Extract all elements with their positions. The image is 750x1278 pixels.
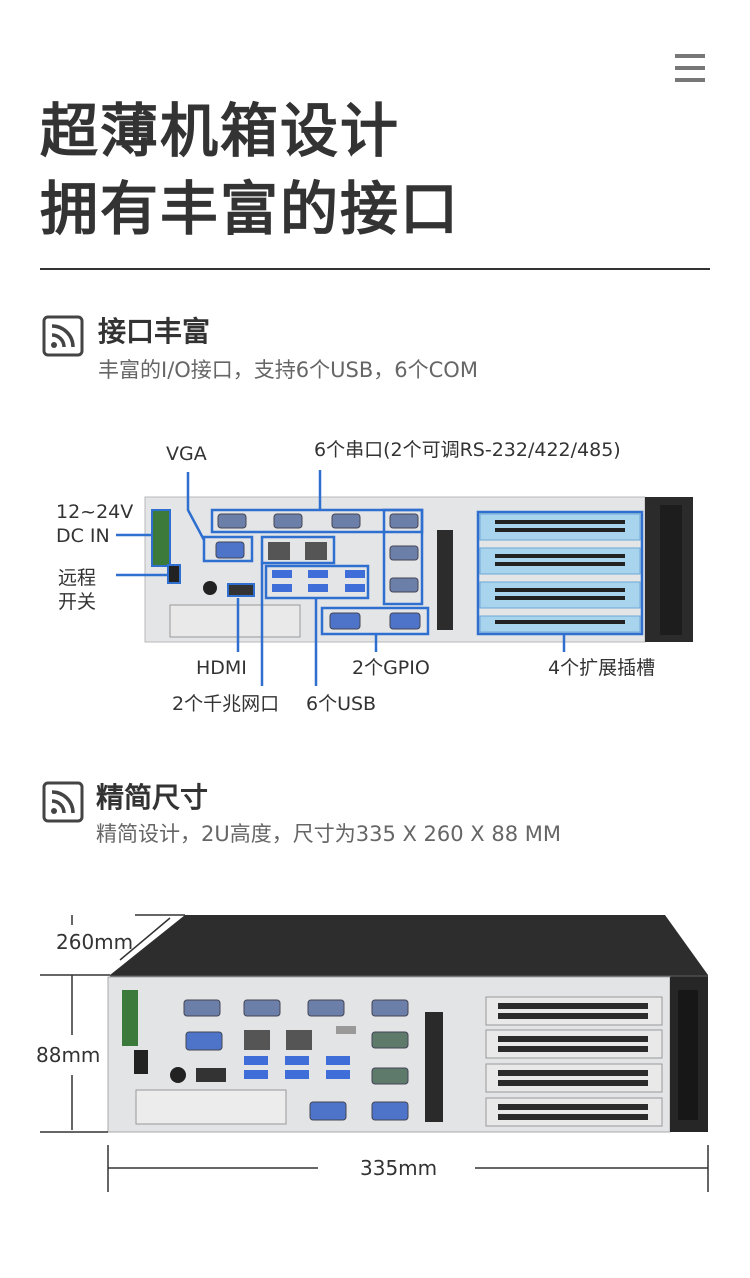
menu-bar <box>675 78 705 82</box>
menu-button[interactable] <box>675 54 705 82</box>
callout-usb: 6个USB <box>306 693 377 715</box>
hero-title-line1: 超薄机箱设计 <box>40 97 401 165</box>
callout-lan: 2个千兆网口 <box>172 693 280 715</box>
divider <box>40 268 710 270</box>
section-title-size: 精简尺寸 <box>96 781 209 814</box>
io-panel-diagram <box>116 470 693 686</box>
callout-dcin-line1: 12~24V <box>56 501 134 523</box>
rss-feed-icon <box>42 315 84 357</box>
dimension-height: 88mm <box>36 1043 101 1067</box>
callout-switch-line1: 远程 <box>58 567 97 589</box>
section-subtitle-io: 丰富的I/O接口，支持6个USB，6个COM <box>98 358 478 382</box>
callout-com: 6个串口(2个可调RS-232/422/485) <box>314 439 621 461</box>
callout-gpio: 2个GPIO <box>352 657 430 679</box>
callout-dcin-line2: DC IN <box>56 525 110 547</box>
section-subtitle-size: 精简设计，2U高度，尺寸为335 X 260 X 88 MM <box>96 822 562 846</box>
dimension-width: 335mm <box>360 1156 438 1180</box>
callout-hdmi: HDMI <box>196 657 247 679</box>
menu-bar <box>675 66 705 70</box>
callout-slots: 4个扩展插槽 <box>548 657 656 679</box>
hero-title-line2: 拥有丰富的接口 <box>40 175 461 243</box>
hero-title: 超薄机箱设计 拥有丰富的接口 <box>40 92 460 248</box>
callout-switch-line2: 开关 <box>58 591 97 613</box>
section-title-io: 接口丰富 <box>98 315 211 348</box>
expansion-slots <box>479 513 641 633</box>
hamburger-menu-icon <box>675 54 705 58</box>
dimension-depth: 260mm <box>56 930 134 954</box>
rss-feed-icon <box>42 781 84 823</box>
callout-vga: VGA <box>166 443 207 465</box>
